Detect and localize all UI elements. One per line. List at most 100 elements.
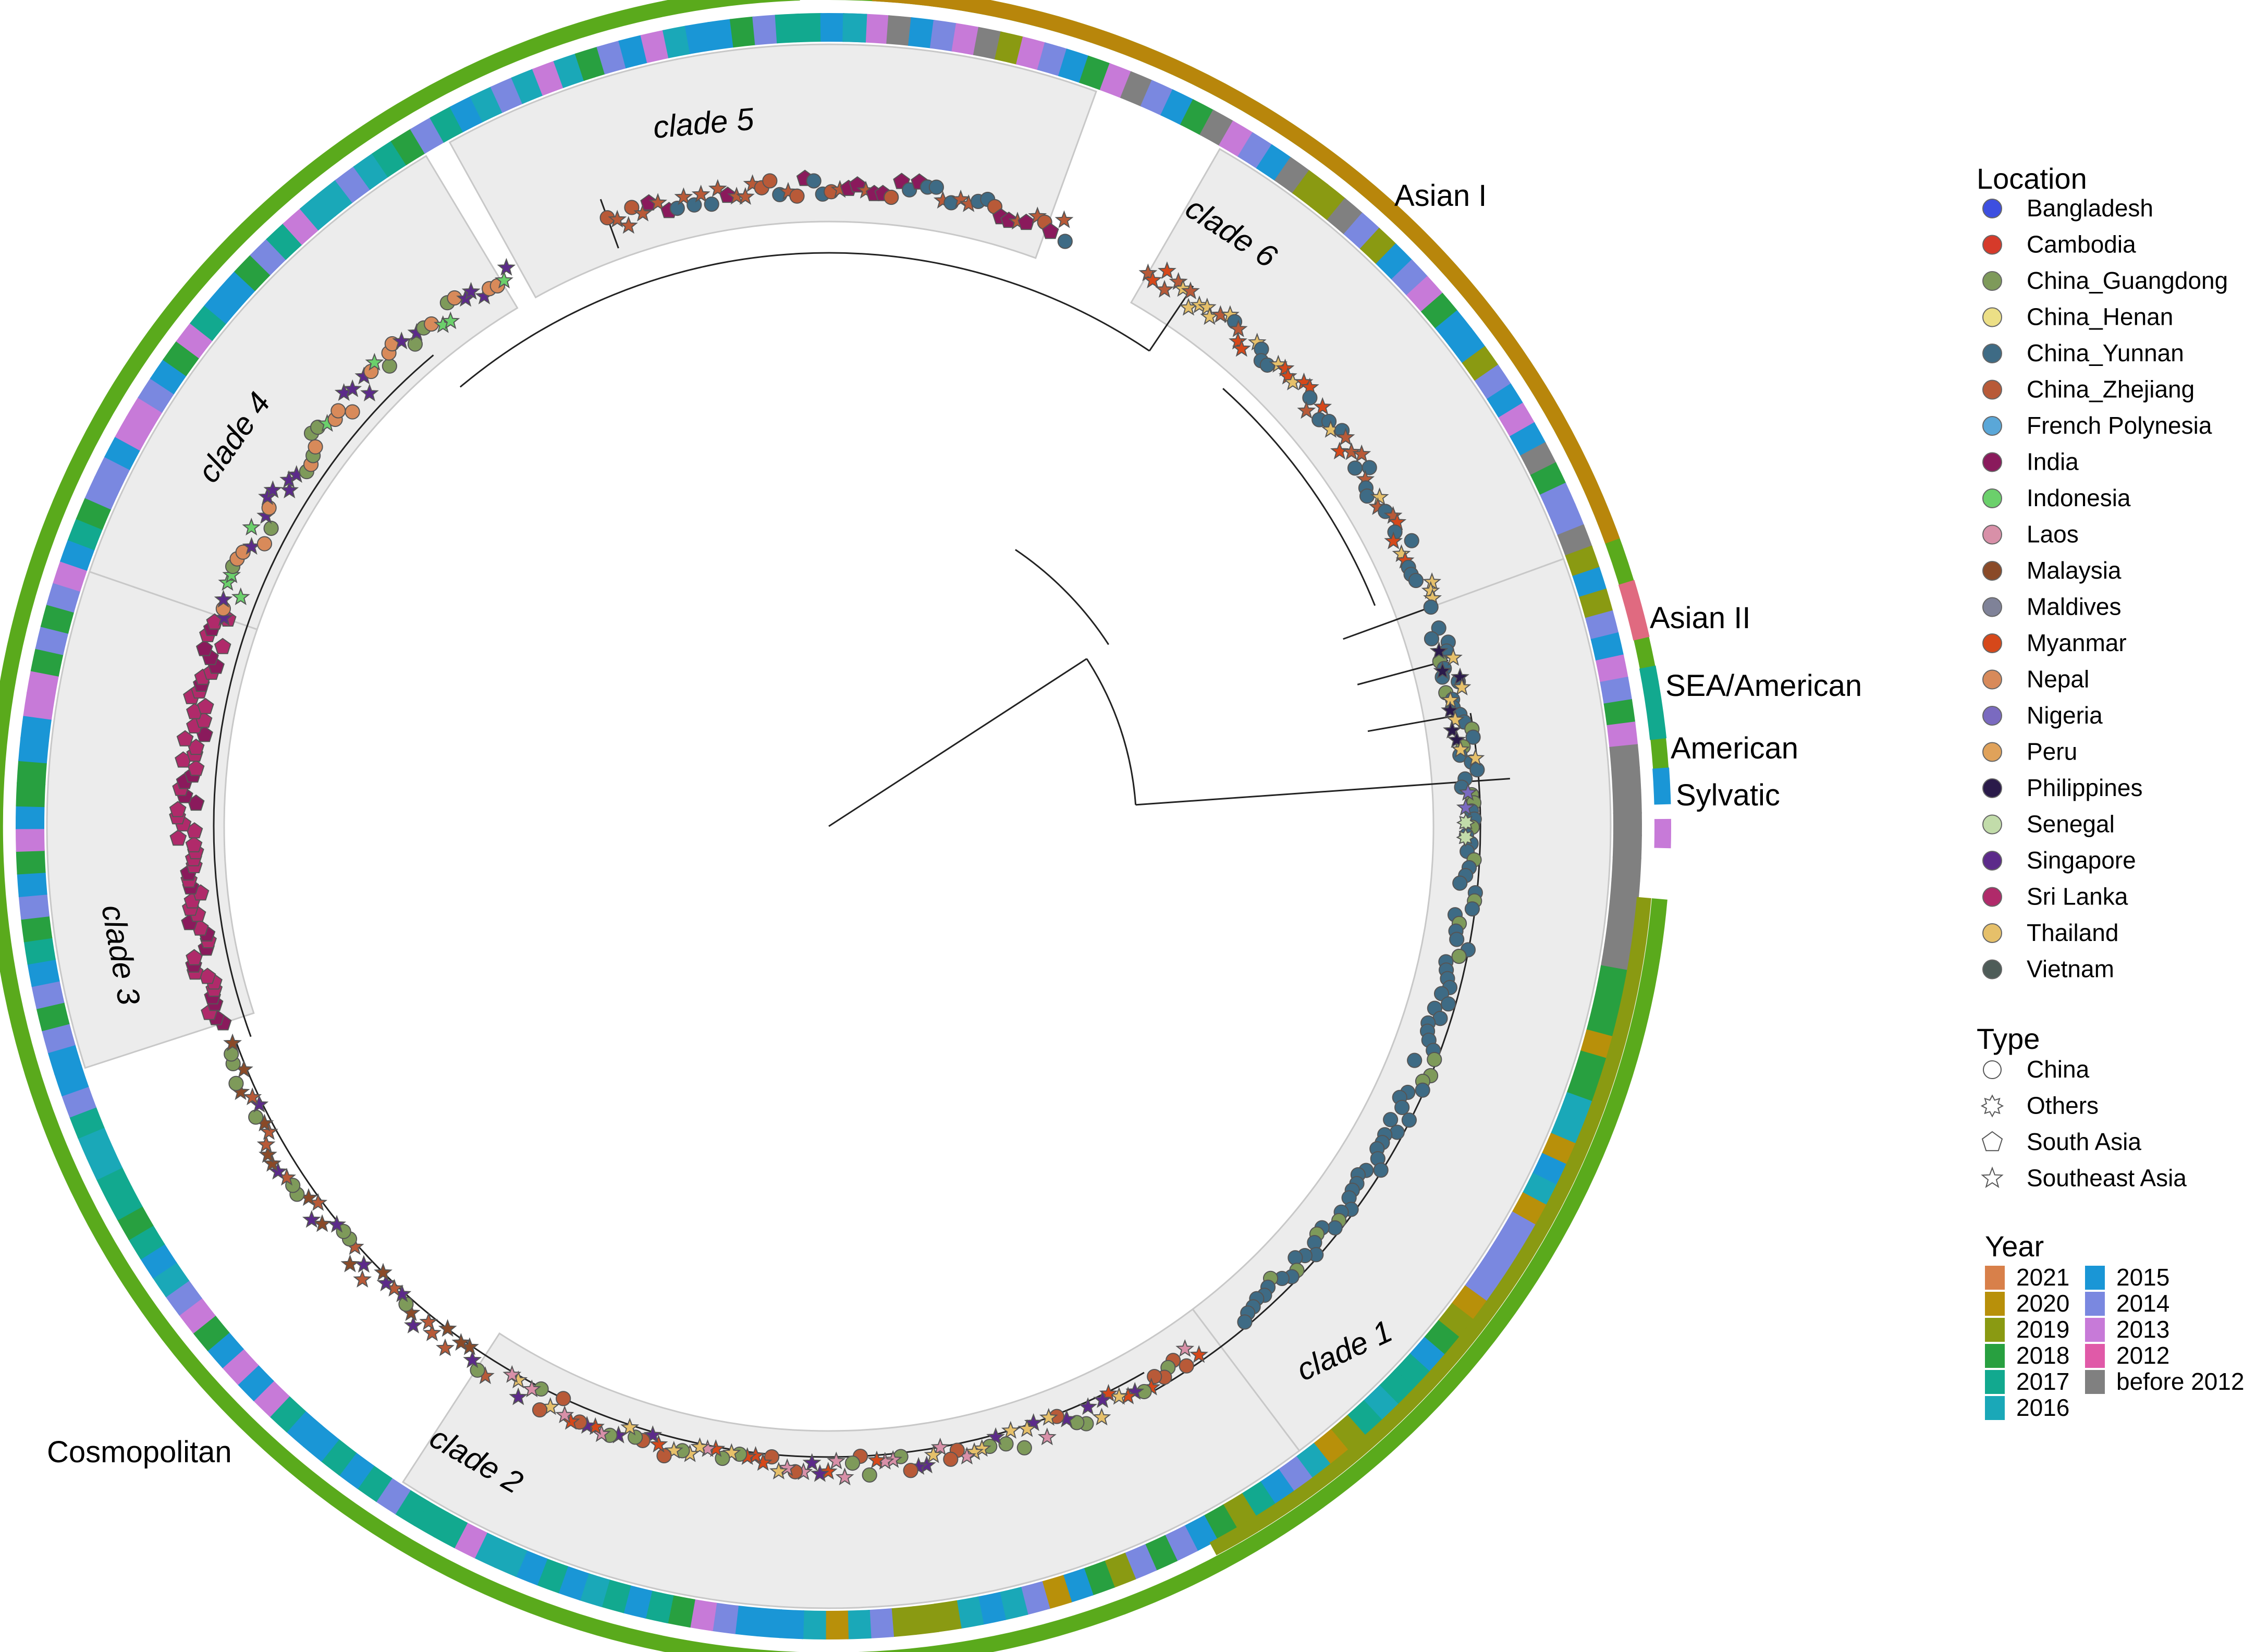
year-segment <box>1585 610 1619 641</box>
year-segment <box>553 53 585 88</box>
year-segment <box>1237 132 1273 169</box>
tree-tips <box>169 169 1485 1486</box>
tip-marker <box>308 439 323 455</box>
tip-marker <box>1440 996 1456 1012</box>
tip-marker <box>185 836 203 852</box>
tip-marker <box>242 518 261 536</box>
legend-location-label: Indonesia <box>2027 484 2131 511</box>
tip-marker <box>620 1417 640 1436</box>
tip-marker <box>1000 211 1017 228</box>
clade1-arc <box>1154 713 1481 1391</box>
year-segment <box>222 1348 259 1385</box>
tip-marker <box>972 1439 991 1457</box>
clade-4-background <box>88 155 519 631</box>
tip-marker <box>263 1154 282 1172</box>
year-segment <box>1612 834 1642 859</box>
tip-marker <box>719 186 737 203</box>
legend-location-label: Thailand <box>2027 919 2118 946</box>
year-segment <box>204 287 241 324</box>
tip-marker <box>1302 390 1318 406</box>
asian-branch-0 <box>1343 606 1432 640</box>
tip-marker <box>231 587 250 605</box>
year-segment <box>820 13 844 42</box>
tip-marker <box>214 638 231 654</box>
year-segment <box>192 1314 230 1351</box>
year-segment <box>1041 1575 1072 1609</box>
year-segment <box>126 396 163 432</box>
year-segment <box>868 1608 894 1639</box>
year-segment <box>574 46 606 81</box>
year-segment <box>41 1022 76 1054</box>
tip-marker <box>1157 261 1176 279</box>
tip-marker <box>1297 401 1316 419</box>
tip-marker <box>532 1402 548 1418</box>
sylvatic-label: Sylvatic <box>1676 778 1780 812</box>
year-segment <box>53 560 88 592</box>
year-segment <box>283 207 320 246</box>
asian-arc <box>1015 549 1109 645</box>
year-segment <box>998 1587 1028 1621</box>
tip-marker <box>214 590 233 608</box>
tip-marker <box>461 282 481 300</box>
tip-marker <box>1431 620 1446 636</box>
legend-location-swatch <box>1982 742 2002 762</box>
year-segment <box>600 1579 631 1613</box>
year-segment <box>1613 812 1642 837</box>
tip-marker <box>228 1075 244 1091</box>
legend-location-label: China_Yunnan <box>2027 339 2184 366</box>
legend-location-swatch <box>1982 887 2002 907</box>
tip-marker <box>986 1427 1006 1446</box>
year-segment <box>176 322 213 359</box>
year-segment <box>46 581 81 613</box>
year-segment <box>338 1452 375 1489</box>
tip-marker <box>374 1263 393 1281</box>
legend-location-title: Location <box>1977 162 2087 195</box>
year-segment <box>31 980 65 1009</box>
tip-marker <box>441 311 460 329</box>
year-segment <box>375 1477 411 1515</box>
year-segment <box>357 1465 393 1502</box>
tip-marker <box>1389 1124 1405 1140</box>
year-segment <box>1522 1172 1559 1207</box>
legend-year-swatch <box>2085 1344 2105 1368</box>
tip-marker <box>1037 1427 1057 1446</box>
legend-type-swatch <box>1981 1166 2004 1189</box>
tip-marker <box>263 480 283 498</box>
year-segment <box>973 27 1002 60</box>
tip-marker <box>1370 487 1389 506</box>
year-segment <box>128 1224 165 1260</box>
legend-year-swatch <box>2085 1292 2105 1316</box>
tip-marker <box>1394 1099 1410 1115</box>
tip-marker <box>259 1122 278 1140</box>
tip-marker <box>1452 875 1468 891</box>
year-segment <box>18 737 50 764</box>
legend-year-label: 2019 <box>2016 1316 2069 1343</box>
tip-marker <box>1039 1408 1058 1426</box>
tip-marker <box>436 1338 455 1356</box>
year-segment <box>453 1522 487 1559</box>
year-segment <box>1015 36 1046 70</box>
tip-marker <box>258 1145 277 1163</box>
tip-marker <box>463 1350 482 1368</box>
genotype-labels: Asian I Asian II SEA/American American S… <box>47 179 1862 1469</box>
tip-marker <box>628 1429 643 1445</box>
legend-location-label: Nepal <box>2027 666 2089 693</box>
tip-marker <box>1445 710 1465 728</box>
legend-location-swatch <box>1982 416 2002 436</box>
year-segment <box>1058 48 1090 83</box>
year-segment <box>1327 198 1364 235</box>
tip-marker <box>1259 357 1275 373</box>
year-segment <box>711 1602 739 1634</box>
year-segment <box>934 1600 962 1632</box>
legend-year-label: 2015 <box>2116 1264 2169 1291</box>
year-segment <box>864 14 890 44</box>
year-segment <box>955 1596 984 1629</box>
year-segment <box>1391 259 1429 297</box>
year-segment <box>1565 545 1600 578</box>
tip-marker <box>1451 948 1467 964</box>
year-segment <box>977 1592 1007 1625</box>
legend-location-swatch <box>1982 561 2002 581</box>
tip-marker <box>1276 359 1295 377</box>
legend-type-label: South Asia <box>2027 1128 2141 1155</box>
year-segment <box>17 871 47 897</box>
